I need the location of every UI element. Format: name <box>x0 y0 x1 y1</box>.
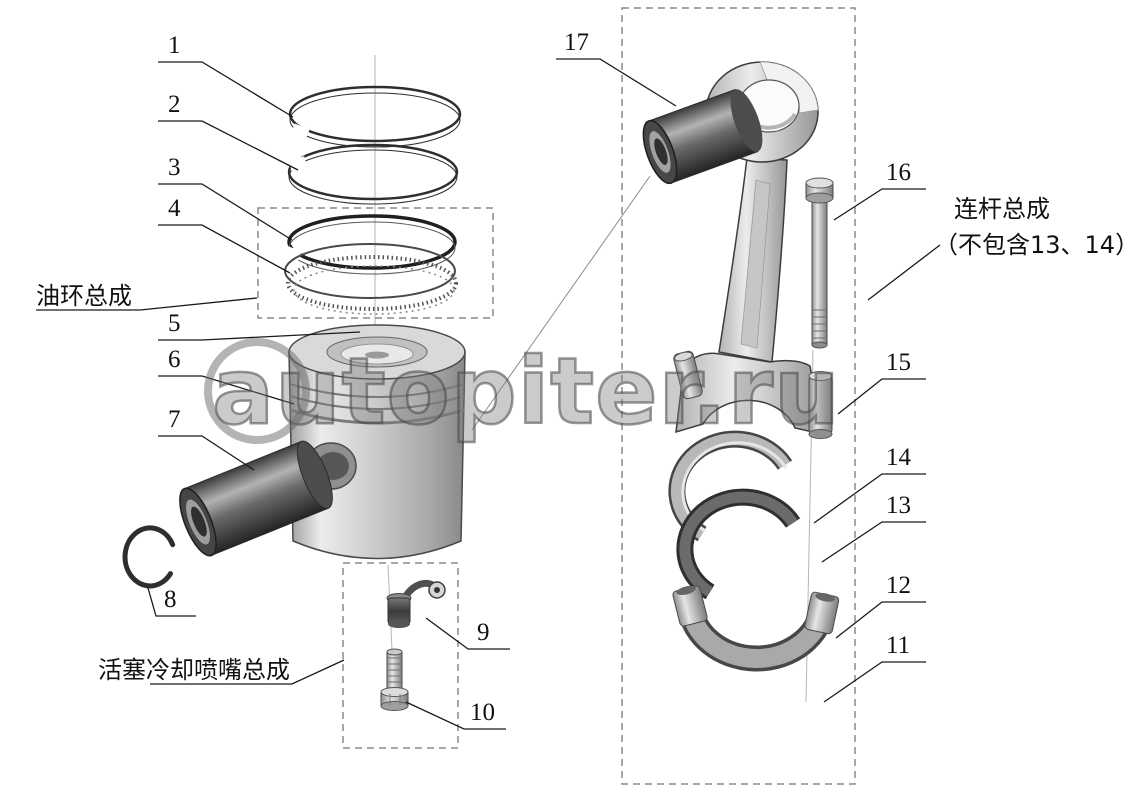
label-conrod-assembly-line1: 连杆总成 <box>954 195 1050 223</box>
leader-nozzle-label <box>150 659 345 685</box>
leader-12 <box>835 601 926 639</box>
label-cooling-nozzle-assembly: 活塞冷却喷嘴总成 <box>98 656 290 684</box>
callout-5: 5 <box>168 310 181 337</box>
leader-5 <box>158 331 361 341</box>
connecting-rod <box>673 61 823 435</box>
leader-17 <box>556 58 677 107</box>
callout-9: 9 <box>477 619 490 646</box>
leader-7 <box>158 435 255 471</box>
callout-8: 8 <box>164 586 177 613</box>
big-end-left-boss <box>673 350 703 400</box>
small-end-bushing <box>642 88 763 185</box>
callout-16: 16 <box>886 159 911 186</box>
bolt-sleeve <box>808 371 833 439</box>
callout-1: 1 <box>168 32 181 59</box>
leader-oil-ring-label <box>36 297 258 311</box>
leader-lines <box>36 58 941 730</box>
cap-left-flange <box>672 585 708 627</box>
callout-2: 2 <box>168 91 181 118</box>
leader-9 <box>425 617 510 650</box>
compression-ring-4 <box>284 243 456 299</box>
leader-3 <box>158 183 293 241</box>
callout-15: 15 <box>886 349 911 376</box>
callout-7: 7 <box>168 406 181 433</box>
piston-ring-1 <box>288 85 462 148</box>
callout-4: 4 <box>168 195 181 222</box>
piston-ring-2 <box>287 143 459 205</box>
leader-1 <box>158 61 294 118</box>
piston <box>288 324 466 560</box>
cooling-nozzle <box>386 579 446 628</box>
callout-14: 14 <box>886 444 911 471</box>
piston-pin <box>179 440 333 557</box>
nozzle-bolt <box>380 648 409 711</box>
rod-bolt <box>805 177 834 349</box>
leader-8 <box>147 587 196 617</box>
leader-2 <box>158 120 299 171</box>
leader-14 <box>813 473 926 524</box>
leader-11 <box>823 661 926 703</box>
oil-ring-group-box <box>257 207 494 319</box>
leader-4 <box>158 224 291 274</box>
leader-13 <box>821 521 926 563</box>
leader-16 <box>833 188 926 221</box>
leader-10 <box>405 701 506 730</box>
label-oil-ring-assembly: 油环总成 <box>36 282 132 310</box>
callout-3: 3 <box>168 154 181 181</box>
callout-17: 17 <box>564 29 589 56</box>
callout-11: 11 <box>886 632 911 659</box>
label-conrod-assembly-line2: （不包含13、14） <box>934 231 1138 259</box>
nozzle-group-box <box>342 562 459 749</box>
circlip <box>122 525 176 589</box>
callout-13: 13 <box>886 492 911 519</box>
alignment-line <box>471 175 651 431</box>
cap-right-flange <box>804 591 840 635</box>
leader-15 <box>837 378 926 415</box>
oil-ring-5 <box>286 255 458 315</box>
bearing-cap <box>672 585 840 672</box>
bearing-shell-lower <box>676 488 801 600</box>
leader-conrod-label <box>867 244 941 301</box>
group-boxes <box>257 7 856 785</box>
callout-12: 12 <box>886 572 911 599</box>
callout-10: 10 <box>470 699 495 726</box>
bearing-shell-upper <box>668 430 793 542</box>
leader-6 <box>158 375 295 405</box>
callout-6: 6 <box>168 346 181 373</box>
big-end <box>675 352 823 435</box>
compression-ring-3 <box>282 214 457 275</box>
